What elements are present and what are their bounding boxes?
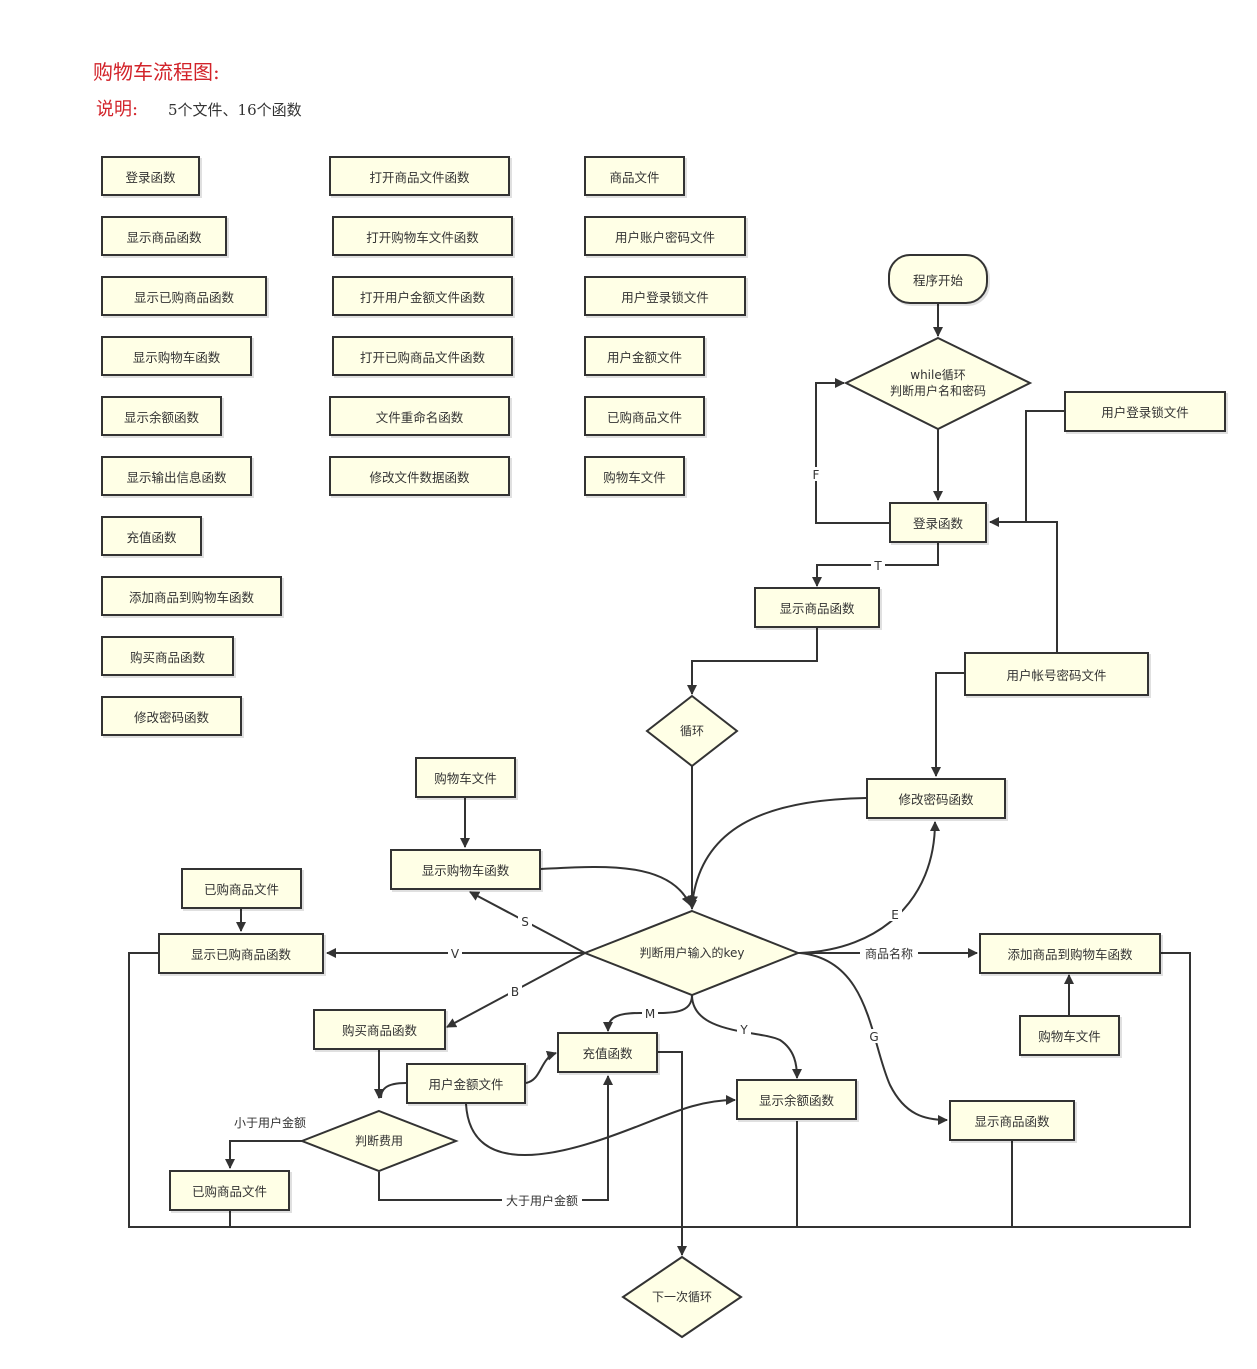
legend-login-lock-file: 用户登录锁文件	[584, 276, 746, 316]
edge-money-to-balance	[465, 1095, 736, 1156]
judge-key-diamond	[582, 909, 801, 997]
node-buy-goods-function: 购买商品函数	[313, 1009, 446, 1050]
edge-lock-to-login	[989, 410, 1064, 527]
edge-showgoods-to-loop	[687, 628, 818, 695]
edge-judge-to-recharge-m	[603, 994, 693, 1032]
legend-buy-goods-function: 购买商品函数	[101, 636, 234, 676]
edge-judge-to-balance-y	[691, 994, 802, 1079]
edge-recharge-to-next	[658, 1051, 687, 1256]
legend-open-bought-file-function: 打开已购商品文件函数	[332, 336, 513, 376]
legend-open-cart-file-function: 打开购物车文件函数	[332, 216, 513, 256]
legend-rename-file-function: 文件重命名函数	[329, 396, 510, 436]
loop-text: 循环	[680, 724, 704, 738]
edge-acct-to-changepw	[931, 672, 964, 777]
edge-label-b: B	[511, 985, 519, 999]
legend-account-password-file: 用户账户密码文件	[584, 216, 746, 256]
edge-showcart-to-judge	[540, 865, 691, 906]
node-show-bought-function: 显示已购商品函数	[158, 933, 324, 974]
node-bought-file-top: 已购商品文件	[181, 868, 302, 909]
edge-label-s: S	[521, 915, 529, 929]
edge-judge-to-changepw-e	[799, 821, 940, 954]
legend-recharge-function: 充值函数	[101, 516, 202, 556]
edge-acct-to-login	[1026, 521, 1058, 652]
description-label: 说明:	[96, 99, 139, 120]
node-show-goods-function-2: 显示商品函数	[949, 1100, 1075, 1141]
judge-key-text: 判断用户输入的key	[639, 945, 744, 960]
legend-add-to-cart-function: 添加商品到购物车函数	[101, 576, 282, 616]
legend-cart-file: 购物车文件	[584, 456, 685, 496]
legend-bought-file: 已购商品文件	[584, 396, 705, 436]
edge-changepw-to-judge	[687, 797, 867, 906]
node-lock-file: 用户登录锁文件	[1064, 391, 1226, 432]
edge-label-y: Y	[739, 1023, 748, 1037]
node-bought-file-bottom: 已购商品文件	[169, 1170, 290, 1211]
legend-show-cart-function: 显示购物车函数	[101, 336, 252, 376]
next-loop-diamond	[621, 1255, 743, 1339]
legend-open-goods-file-function: 打开商品文件函数	[329, 156, 510, 196]
node-cart-file-right: 购物车文件	[1019, 1015, 1120, 1056]
description-text: 5个文件、16个函数	[168, 101, 302, 119]
legend-open-money-file-function: 打开用户金额文件函数	[332, 276, 513, 316]
node-show-goods-function: 显示商品函数	[754, 587, 880, 628]
edge-label-goods-name: 商品名称	[865, 946, 913, 961]
edge-label-m: M	[645, 1007, 655, 1021]
node-login-function: 登录函数	[889, 502, 987, 543]
edge-label-g: G	[869, 1030, 878, 1044]
node-show-cart-function: 显示购物车函数	[390, 849, 541, 890]
edge-money-to-recharge	[525, 1050, 557, 1084]
node-add-to-cart-function: 添加商品到购物车函数	[979, 933, 1161, 974]
edge-label-greater-than: 大于用户金额	[506, 1193, 578, 1208]
node-user-money-file: 用户金额文件	[406, 1063, 526, 1104]
node-show-balance-function: 显示余额函数	[736, 1079, 857, 1120]
edge-collector	[128, 952, 1191, 1228]
edge-label-v: V	[451, 947, 460, 961]
edge-money-to-judgecost	[380, 1082, 407, 1099]
edge-label-f: F	[813, 468, 820, 482]
loop-diamond	[645, 694, 739, 768]
while-loop-diamond	[843, 336, 1033, 431]
edge-label-e: E	[891, 908, 899, 922]
judge-cost-diamond	[299, 1109, 459, 1173]
edge-label-less-than: 小于用户金额	[234, 1115, 306, 1130]
edge-login-to-while-f	[815, 378, 889, 524]
node-change-password-function: 修改密码函数	[866, 778, 1006, 819]
legend-show-balance-function: 显示余额函数	[101, 396, 222, 436]
while-loop-text-1: while循环	[910, 368, 965, 382]
legend-show-output-function: 显示输出信息函数	[101, 456, 252, 496]
node-account-file: 用户帐号密码文件	[964, 652, 1149, 696]
edge-judge-to-showgoods2-g	[799, 952, 948, 1125]
legend-show-goods-function: 显示商品函数	[101, 216, 227, 256]
next-loop-text: 下一次循环	[652, 1290, 712, 1304]
while-loop-text-2: 判断用户名和密码	[890, 383, 986, 398]
node-cart-file-top: 购物车文件	[415, 757, 516, 798]
diagram-title: 购物车流程图:	[93, 60, 220, 84]
legend-show-bought-function: 显示已购商品函数	[101, 276, 267, 316]
legend-modify-file-data-function: 修改文件数据函数	[329, 456, 510, 496]
legend-goods-file: 商品文件	[584, 156, 685, 196]
legend-change-password-function: 修改密码函数	[101, 696, 242, 736]
judge-cost-text: 判断费用	[355, 1133, 403, 1148]
start-terminal: 程序开始	[888, 254, 988, 304]
edge-label-t: T	[873, 559, 882, 573]
legend-login-function: 登录函数	[101, 156, 200, 196]
edge-judgecost-to-recharge	[378, 1075, 613, 1201]
node-recharge-function: 充值函数	[557, 1032, 658, 1073]
legend-user-money-file: 用户金额文件	[584, 336, 705, 376]
edge-judgecost-to-boughtfile	[225, 1140, 302, 1169]
